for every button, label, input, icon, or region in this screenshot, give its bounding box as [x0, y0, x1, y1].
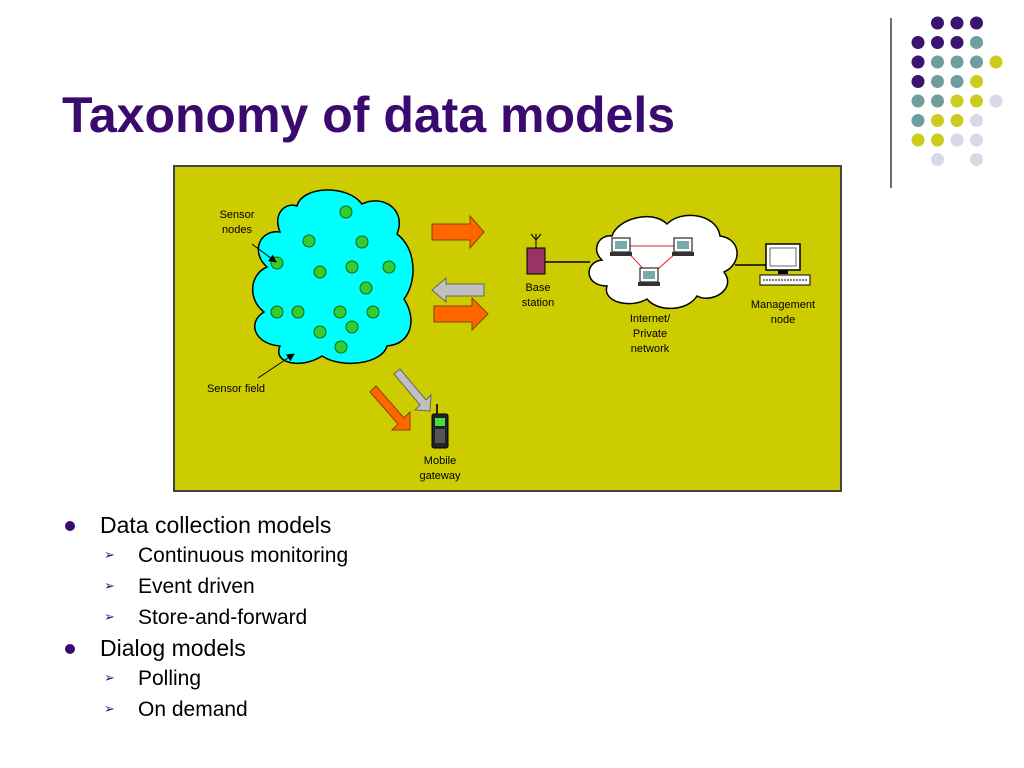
uplink-arrow-bottom: [433, 296, 489, 332]
sub-bullet-text: On demand: [138, 698, 248, 721]
decorative-dot: [989, 55, 1003, 69]
sensor-node: [291, 305, 305, 319]
sensor-node: [313, 265, 327, 279]
sensor-node: [333, 305, 347, 319]
decorative-dot: [931, 75, 944, 88]
sub-bullet-arrow-icon: ➢: [104, 579, 115, 594]
mobile-gateway-label-line1: Mobile: [424, 455, 456, 467]
decorative-dot: [911, 94, 925, 108]
bullet-text: Dialog models: [100, 635, 246, 661]
sub-bullet-text: Store-and-forward: [138, 606, 308, 629]
slide-title: Taxonomy of data models: [62, 87, 676, 143]
sensor-node: [334, 340, 348, 354]
base-station-icon: [526, 233, 546, 275]
sensor-node: [302, 234, 316, 248]
bullet-text: Data collection models: [100, 512, 332, 538]
sub-bullet-item: ➢ Store-and-forward: [62, 602, 348, 633]
sub-bullet-text: Event driven: [138, 575, 255, 598]
network-computers: [610, 237, 694, 286]
decorative-dot: [970, 153, 983, 166]
decorative-dot-grid: [911, 16, 1003, 166]
decorative-dot: [970, 75, 983, 88]
sensor-node: [382, 260, 396, 274]
bullet-item: Data collection models: [62, 510, 348, 540]
sensor-nodes-pointer: [251, 243, 277, 263]
decorative-dot: [911, 133, 925, 147]
decorative-dot: [989, 94, 1003, 108]
sub-bullet-arrow-icon: ➢: [104, 610, 115, 625]
decorative-dot: [950, 94, 964, 108]
decorative-dot: [931, 153, 944, 166]
decorative-dot: [950, 55, 964, 69]
decorative-dot: [950, 133, 964, 147]
sensor-node: [366, 305, 380, 319]
sensor-node: [355, 235, 369, 249]
decorative-dot: [911, 75, 925, 88]
sensor-node: [313, 325, 327, 339]
downlink-arrow: [431, 276, 485, 304]
sensor-node: [270, 256, 284, 270]
sensor-node: [345, 320, 359, 334]
decorative-dot: [970, 16, 983, 30]
decorative-dot: [970, 114, 983, 127]
sensor-field-cloud: [251, 189, 414, 365]
network-label-line3: network: [631, 343, 670, 355]
sensor-node: [270, 305, 284, 319]
sub-bullet-item: ➢ Continuous monitoring: [62, 540, 348, 571]
decorative-dot: [931, 55, 944, 69]
decorative-dot: [970, 55, 983, 69]
decorative-dot: [911, 114, 925, 127]
bullet-item: Dialog models: [62, 633, 348, 663]
decorative-dot: [931, 114, 944, 127]
sensor-field-label: Sensor field: [207, 383, 265, 395]
decorative-dot: [950, 16, 964, 30]
sub-bullet-item: ➢ Polling: [62, 663, 348, 694]
network-label-line2: Private: [633, 328, 667, 340]
management-node-label-line1: Management: [751, 299, 815, 311]
decorative-dot: [950, 114, 964, 127]
mobile-phone-icon: [431, 404, 449, 449]
sensor-field-pointer: [257, 353, 295, 379]
decorative-dot: [950, 36, 964, 49]
sensor-nodes-label-line1: Sensor: [220, 209, 255, 221]
base-station-label-line2: station: [522, 297, 554, 309]
decorative-dot: [970, 36, 983, 49]
base-station-label-line1: Base: [525, 282, 550, 294]
decorative-dot: [970, 133, 983, 147]
decorative-dot: [911, 36, 925, 49]
sub-bullet-item: ➢ On demand: [62, 694, 348, 725]
sub-bullet-arrow-icon: ➢: [104, 548, 115, 563]
sub-bullet-arrow-icon: ➢: [104, 671, 115, 686]
decorative-dot: [931, 16, 944, 30]
gateway-arrow-orange: [369, 385, 411, 431]
sub-bullet-text: Continuous monitoring: [138, 544, 349, 567]
sub-bullet-item: ➢ Event driven: [62, 571, 348, 602]
sub-bullet-text: Polling: [138, 667, 202, 690]
decorative-dot: [931, 94, 944, 108]
decorative-vertical-line: [890, 18, 892, 188]
sensor-node: [345, 260, 359, 274]
sub-bullet-arrow-icon: ➢: [104, 702, 115, 717]
decorative-dot: [931, 36, 944, 49]
decorative-dot: [970, 94, 983, 108]
decorative-dot: [950, 75, 964, 88]
sensor-nodes-label-line2: nodes: [222, 224, 252, 236]
sensor-node: [339, 205, 353, 219]
bullet-dot-icon: [65, 521, 75, 531]
uplink-arrow-top: [431, 214, 485, 250]
sensor-node: [359, 281, 373, 295]
gateway-arrow-gray: [393, 368, 432, 412]
decorative-dot: [911, 55, 925, 69]
decorative-dot: [931, 133, 944, 147]
network-diagram: Sensor nodes Sensor field Mobile gateway…: [173, 165, 842, 492]
management-node-label-line2: node: [771, 314, 795, 326]
management-computer-icon: [759, 243, 811, 286]
bullet-dot-icon: [65, 644, 75, 654]
mobile-gateway-label-line2: gateway: [420, 470, 461, 482]
network-label-line1: Internet/: [630, 313, 671, 325]
bullet-list: Data collection models ➢ Continuous moni…: [62, 510, 348, 725]
